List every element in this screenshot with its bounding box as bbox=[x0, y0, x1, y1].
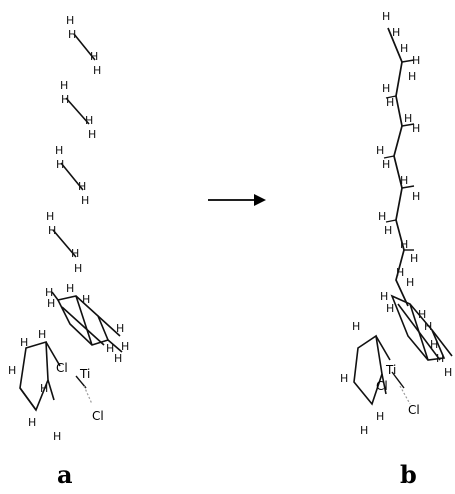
atom-h: H bbox=[430, 338, 438, 351]
hydrogen-molecule: H H H H bbox=[60, 79, 96, 141]
ti-cl-bond bbox=[391, 371, 405, 389]
ch-bonds bbox=[383, 59, 415, 251]
cyclopentadienyl-ring bbox=[353, 334, 391, 406]
atom-cl: Cl bbox=[92, 409, 104, 423]
atom-h: H bbox=[384, 224, 392, 237]
atom-h: H bbox=[412, 190, 420, 203]
atom-h: H bbox=[412, 54, 420, 67]
atom-h: H bbox=[382, 158, 390, 171]
atom-h: H bbox=[412, 122, 420, 135]
hydrogen-molecule: H H H H bbox=[66, 14, 101, 77]
atom-h: H bbox=[380, 290, 388, 303]
atom-h: H bbox=[66, 282, 74, 295]
atom-h: H bbox=[436, 352, 444, 365]
atom-h: H bbox=[56, 158, 64, 171]
atom-h: H bbox=[424, 320, 432, 333]
atom-h: H bbox=[106, 342, 114, 355]
atom-h: H bbox=[116, 322, 124, 335]
atom-h: H bbox=[38, 328, 46, 341]
atom-h: H bbox=[81, 194, 89, 207]
atom-h: H bbox=[396, 266, 404, 279]
atom-h: H bbox=[382, 10, 390, 23]
atom-h: H bbox=[61, 93, 69, 106]
atom-h: H bbox=[85, 114, 93, 127]
atom-h: H bbox=[340, 372, 348, 385]
atom-h: H bbox=[444, 366, 452, 379]
atom-h: H bbox=[376, 410, 384, 423]
polymer-chain bbox=[387, 27, 409, 307]
atom-h: H bbox=[382, 82, 390, 95]
atom-h: H bbox=[71, 247, 79, 260]
atom-h: H bbox=[53, 430, 61, 443]
atom-h: H bbox=[114, 352, 122, 365]
panel-b: H H H H H H H H H H H H H H H H H H H H … bbox=[340, 10, 453, 437]
atom-h: H bbox=[418, 308, 426, 321]
atom-h: H bbox=[60, 79, 68, 92]
atom-h: H bbox=[78, 180, 86, 193]
atom-h: H bbox=[376, 144, 384, 157]
cyclopentadienyl-ring bbox=[19, 340, 61, 412]
atom-cl: Cl bbox=[56, 361, 68, 375]
atom-h: H bbox=[408, 70, 416, 83]
atom-cl: Cl bbox=[376, 379, 388, 393]
atom-h: H bbox=[68, 28, 76, 41]
hydrogen-molecule: H H H H bbox=[46, 210, 82, 275]
ti-cl-bond bbox=[399, 385, 411, 405]
atom-h: H bbox=[55, 144, 63, 157]
atom-h: H bbox=[400, 42, 408, 55]
hydrogen-molecule: H H H H bbox=[55, 144, 89, 207]
reaction-arrow bbox=[208, 194, 266, 206]
atom-ti: Ti bbox=[79, 367, 90, 381]
atom-h: H bbox=[400, 238, 408, 251]
atom-h: H bbox=[352, 320, 360, 333]
atom-h: H bbox=[45, 286, 53, 299]
atom-h: H bbox=[82, 293, 90, 306]
panel-label-a: a bbox=[57, 460, 73, 489]
atom-h: H bbox=[404, 112, 412, 125]
atom-h: H bbox=[386, 302, 394, 315]
atom-cl: Cl bbox=[408, 403, 420, 417]
coordinated-ring bbox=[390, 294, 453, 361]
atom-h: H bbox=[378, 210, 386, 223]
atom-h: H bbox=[48, 224, 56, 237]
atom-h: H bbox=[93, 64, 101, 77]
atom-h: H bbox=[40, 382, 48, 395]
atom-h: H bbox=[406, 276, 414, 289]
atom-h: H bbox=[46, 210, 54, 223]
atom-h: H bbox=[88, 128, 96, 141]
atom-h: H bbox=[121, 340, 129, 353]
atom-h: H bbox=[400, 174, 408, 187]
atom-ti: Ti bbox=[385, 363, 396, 377]
coordinated-ring bbox=[51, 291, 123, 353]
atom-h: H bbox=[386, 96, 394, 109]
atom-h: H bbox=[392, 26, 400, 39]
atom-h: H bbox=[47, 297, 55, 310]
panel-a: H H H H H H H H H H H H H H H H bbox=[8, 14, 129, 443]
atom-h: H bbox=[90, 50, 98, 63]
atom-h: H bbox=[74, 262, 82, 275]
atom-h: H bbox=[28, 416, 36, 429]
atom-h: H bbox=[360, 424, 368, 437]
panel-label-b: b bbox=[400, 460, 417, 489]
atom-h: H bbox=[66, 14, 74, 27]
atom-h: H bbox=[410, 252, 418, 265]
ti-cl-bond bbox=[83, 385, 93, 405]
atom-h: H bbox=[8, 364, 16, 377]
atom-h: H bbox=[20, 336, 28, 349]
